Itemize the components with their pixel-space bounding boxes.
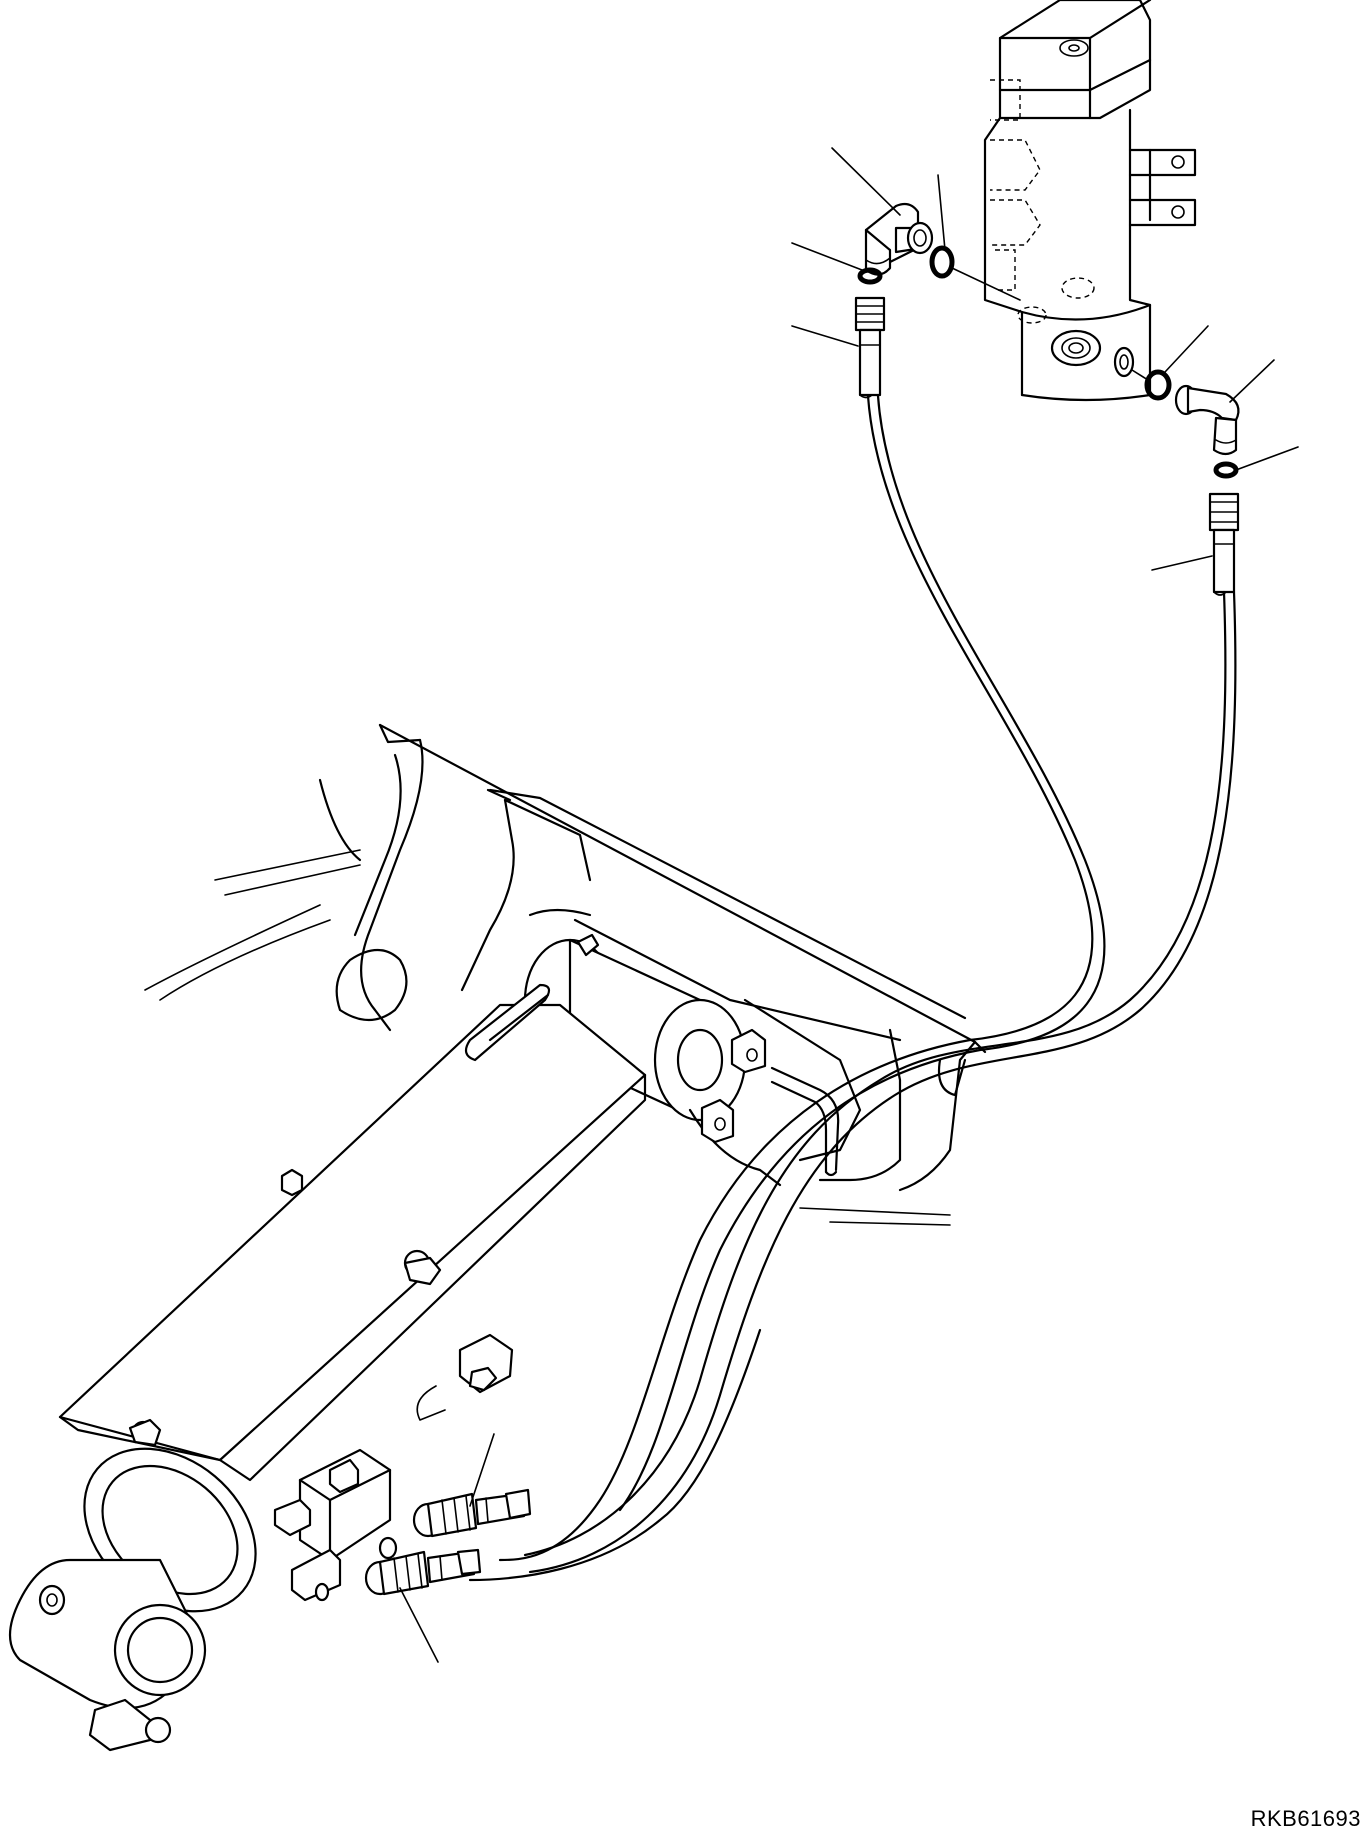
swing-cylinder [58,983,647,1482]
callout-10 [399,1587,439,1663]
callout-6 [1229,359,1275,403]
callout-leaders [399,147,1299,1663]
hose-left-outer [618,394,1106,1512]
o-ring-left-hose [857,267,883,285]
cylinder-rod-end [9,1447,257,1752]
hose-end-fitting-top-right [1208,492,1240,596]
hose-left [498,394,1094,1562]
o-ring-left-port [929,245,955,279]
elbow-fitting-right [1174,384,1240,456]
hose-end-fitting-bottom-lower [364,1548,482,1596]
callout-9 [469,1433,495,1507]
control-valve-block [273,1333,514,1602]
callout-8 [1151,555,1213,571]
hose-right-outer [528,590,1237,1574]
hose-end-fitting-bottom-upper [412,1488,532,1538]
hose-end-fitting-top-left [854,296,886,399]
elbow-fitting-left [864,202,934,276]
callout-5 [1164,325,1209,373]
o-ring-right-port [1144,369,1172,401]
callout-3 [791,242,863,271]
callout-4 [791,325,859,347]
callout-2 [937,174,946,251]
callout-7 [1235,446,1299,471]
swivel-joint [983,0,1197,402]
hose-lower [468,1328,762,1582]
alignment-line-left [951,267,1021,301]
figure-reference-code: RKB61693 [1250,1806,1361,1831]
callout-1 [831,147,901,216]
alignment-line-right [1131,369,1149,381]
boom-bracket [144,723,987,1226]
o-ring-right-hose [1213,461,1239,479]
hose-right [523,590,1227,1557]
